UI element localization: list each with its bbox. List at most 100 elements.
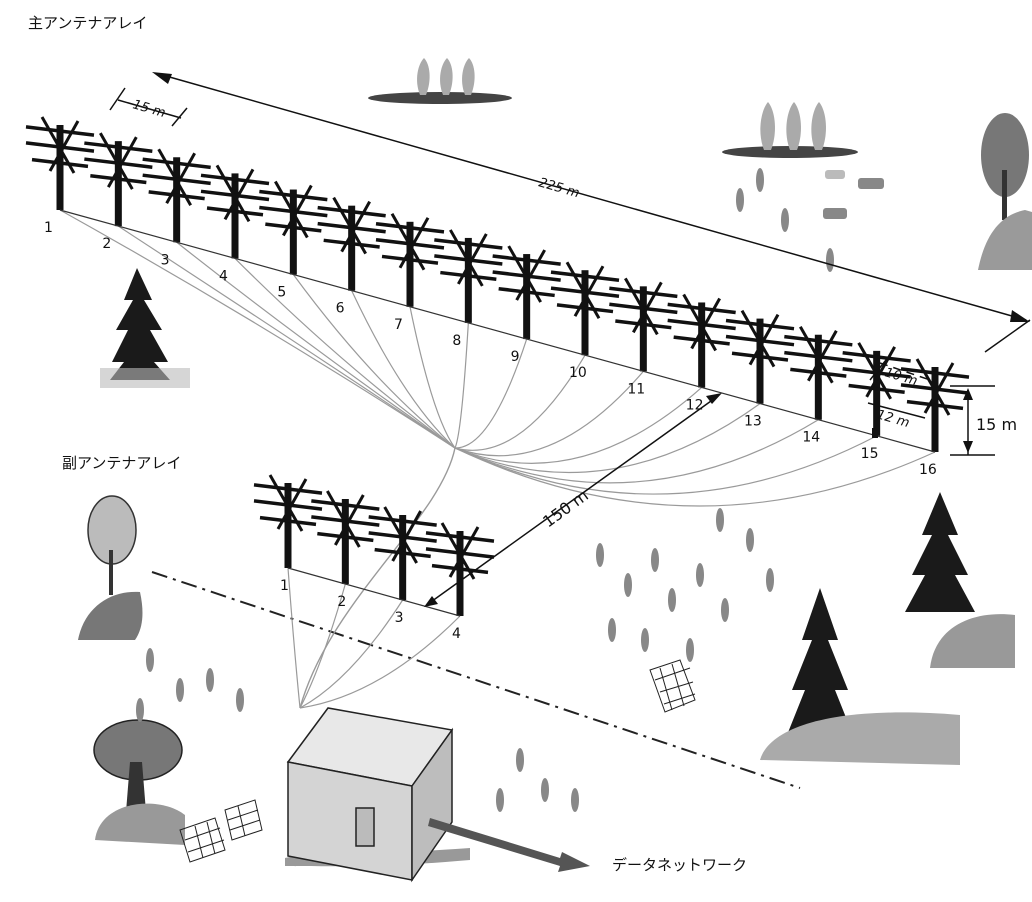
boom	[391, 510, 422, 562]
pole	[698, 302, 706, 388]
cross-arm	[431, 563, 489, 575]
boom	[740, 309, 776, 368]
main-antenna-number: 5	[277, 285, 286, 301]
main-antenna	[84, 132, 153, 227]
boom	[215, 164, 251, 223]
cross-arm	[253, 483, 323, 495]
sub-antenna-array	[253, 474, 495, 617]
cross-arm	[492, 254, 561, 266]
offset-12-label: 12 m	[875, 407, 911, 431]
boom	[223, 168, 255, 221]
cable-line	[454, 447, 936, 507]
cross-arm	[550, 270, 620, 283]
boom	[915, 358, 951, 416]
cross-arm	[374, 547, 431, 559]
pole	[456, 531, 464, 616]
main-antenna-number: 8	[452, 333, 461, 349]
boom	[624, 277, 659, 336]
nets	[179, 659, 696, 863]
cross-arm	[265, 222, 322, 233]
boom	[99, 132, 134, 190]
boom	[515, 249, 546, 301]
pole	[341, 499, 349, 584]
cable-line	[454, 322, 469, 449]
boom	[565, 261, 601, 319]
cross-arm	[790, 367, 847, 378]
cross-arm	[842, 351, 911, 363]
sub-antenna-number: 1	[280, 578, 289, 594]
boom	[690, 297, 721, 350]
boom	[457, 233, 488, 285]
boom	[923, 362, 955, 414]
separation-label: 150 m	[539, 486, 592, 531]
main-antenna	[900, 358, 970, 452]
cross-arm	[498, 286, 555, 298]
cross-arm	[25, 125, 95, 137]
cross-arm	[784, 334, 853, 347]
boom	[165, 152, 196, 204]
pole	[348, 205, 356, 291]
main-antenna	[142, 148, 211, 243]
cross-arm	[148, 190, 205, 201]
boom	[857, 342, 892, 400]
boom	[807, 330, 838, 382]
cross-arm	[311, 499, 380, 511]
conifer-right-2	[760, 588, 960, 765]
main-antenna-number: 16	[919, 462, 937, 478]
boom	[48, 120, 80, 172]
cable-line	[454, 419, 819, 484]
boom	[398, 217, 430, 269]
conifer-left	[100, 268, 190, 388]
cross-arm	[368, 515, 437, 527]
main-antenna-number: 6	[336, 301, 345, 317]
cross-arm	[200, 173, 270, 186]
boom	[107, 136, 138, 188]
main-antenna	[434, 229, 503, 323]
cross-arm	[906, 399, 964, 411]
height-label: 15 m	[976, 415, 1017, 434]
cable-line	[351, 290, 456, 449]
pole	[814, 334, 822, 420]
cross-arm	[848, 383, 905, 394]
pole	[639, 286, 647, 372]
main-antenna	[725, 309, 795, 404]
boom	[449, 229, 484, 287]
boom	[573, 265, 605, 317]
cable-line	[234, 257, 456, 449]
boom	[276, 478, 308, 530]
cables	[59, 209, 936, 709]
main-antenna	[492, 245, 561, 340]
boom	[440, 522, 476, 580]
distant-trees-2	[722, 102, 858, 158]
dimension-lines	[109, 72, 1031, 607]
boundary-line	[151, 571, 801, 789]
boom	[507, 245, 542, 303]
main-antenna-number: 3	[161, 252, 170, 268]
distant-trees-1	[368, 58, 512, 104]
cross-arm	[317, 205, 386, 218]
cross-arm	[317, 531, 374, 543]
leafy-tree-top-right	[978, 113, 1032, 270]
main-antenna	[609, 277, 678, 372]
pole	[756, 318, 764, 404]
leafy-tree-left	[78, 495, 143, 640]
sub-antenna-number: 3	[395, 610, 404, 626]
boom	[334, 494, 365, 546]
spacing-label: 15 m	[131, 97, 167, 121]
trunk-cable	[299, 447, 456, 709]
conifer-right-1	[905, 492, 1015, 668]
main-length-label: 225 m	[537, 175, 581, 201]
cross-arm	[731, 351, 789, 362]
main-antenna-number: 14	[802, 430, 820, 446]
main-antenna	[200, 164, 270, 259]
main-antenna-number: 13	[744, 414, 762, 430]
boom	[282, 184, 313, 237]
cable-line	[454, 387, 703, 464]
cross-arm	[381, 254, 439, 265]
main-antenna	[259, 180, 328, 275]
boom	[383, 506, 418, 564]
main-antenna-number: 7	[394, 317, 403, 333]
